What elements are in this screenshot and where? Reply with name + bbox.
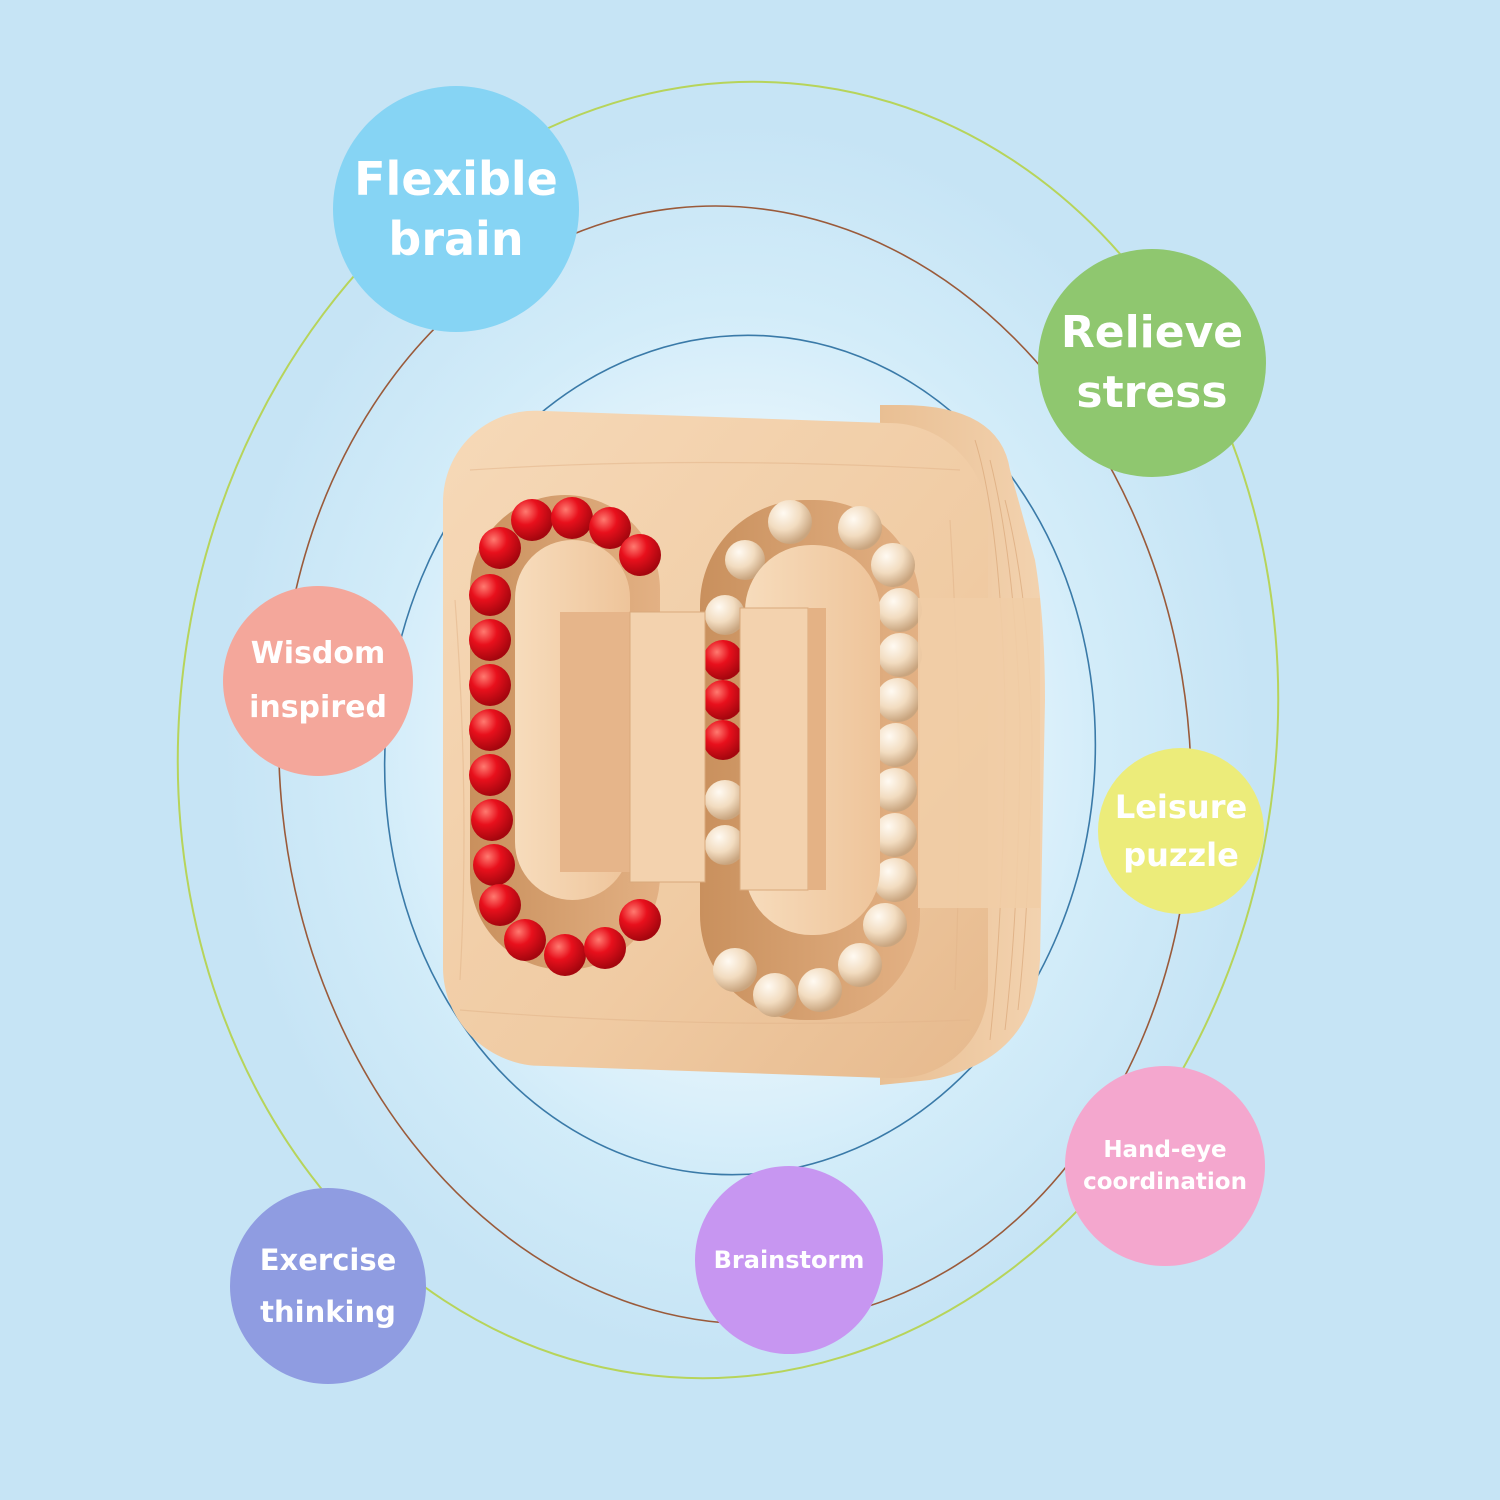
badge-exercise-thinking: Exercise thinking bbox=[230, 1188, 426, 1384]
badge-label: Flexible brain bbox=[354, 152, 558, 266]
right-slider bbox=[739, 607, 809, 891]
badge-leisure-puzzle: Leisure puzzle bbox=[1098, 748, 1264, 914]
left-slider-recess bbox=[560, 612, 630, 872]
badge-relieve-stress: Relieve stress bbox=[1038, 249, 1266, 477]
badge-flexible-brain: Flexible brain bbox=[333, 86, 579, 332]
side-block bbox=[918, 598, 1040, 908]
natural-beads bbox=[705, 500, 922, 1017]
right-slider-edge bbox=[808, 608, 826, 890]
badge-label: Wisdom inspired bbox=[249, 636, 387, 725]
badge-label: Brainstorm bbox=[713, 1246, 865, 1274]
badge-wisdom-inspired: Wisdom inspired bbox=[223, 586, 413, 776]
badge-label: Relieve stress bbox=[1060, 307, 1244, 418]
badge-label: Leisure puzzle bbox=[1114, 788, 1248, 874]
badge-label: Exercise thinking bbox=[259, 1243, 397, 1329]
badge-brainstorm: Brainstorm bbox=[695, 1166, 883, 1354]
badge-label: Hand-eye coordination bbox=[1083, 1137, 1247, 1195]
red-beads bbox=[469, 497, 743, 976]
badge-hand-eye-coordination: Hand-eye coordination bbox=[1065, 1066, 1265, 1266]
orbit-outer bbox=[176, 80, 1280, 1380]
left-slider bbox=[629, 611, 706, 883]
